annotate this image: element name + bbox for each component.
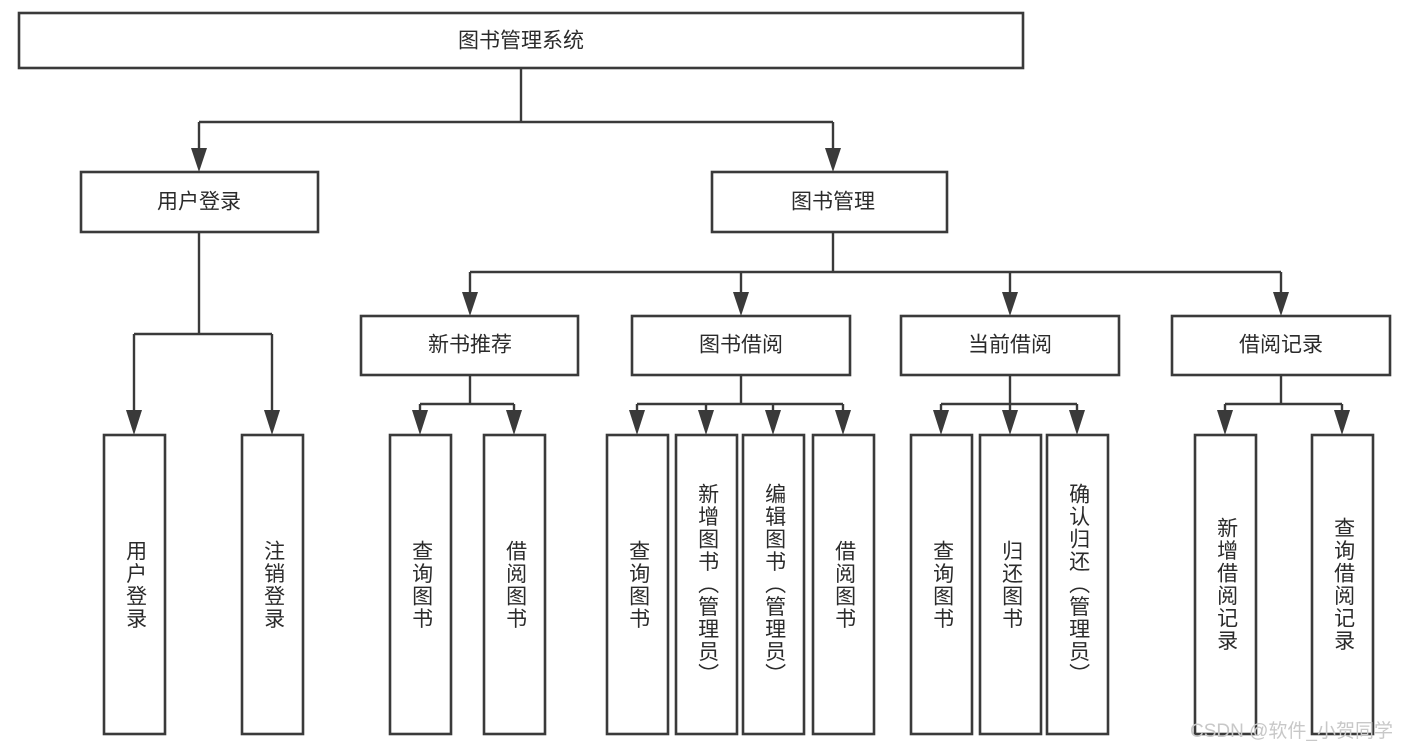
node-new-book-recommend-label: 新书推荐	[428, 334, 512, 357]
leaf-box-current-return-book[interactable]	[978, 433, 1043, 736]
leaf-box-record-add-record[interactable]	[1193, 433, 1258, 736]
leaf-box-borrow-edit-book[interactable]	[741, 433, 806, 736]
node-user-login-label: 用户登录	[157, 191, 241, 214]
leaf-box-borrow-add-book[interactable]	[674, 433, 739, 736]
node-user-login[interactable]	[79, 170, 320, 234]
connectors-level1-bookmgmt-to-level2	[462, 232, 1289, 316]
node-current-borrow-label: 当前借阅	[968, 334, 1052, 357]
connectors-level1-userlogin-to-leaves	[126, 232, 280, 435]
leaf-box-recommend-borrow-book[interactable]	[482, 433, 547, 736]
leaf-box-recommend-query-book[interactable]	[388, 433, 453, 736]
node-root-label: 图书管理系统	[458, 30, 584, 53]
csdn-watermark: CSDN @软件_小贺同学	[1190, 721, 1393, 742]
node-book-borrow[interactable]	[630, 314, 852, 377]
leaf-box-borrow-query-book[interactable]	[605, 433, 670, 736]
node-borrow-record-label: 借阅记录	[1239, 334, 1323, 357]
node-current-borrow[interactable]	[899, 314, 1121, 377]
connectors-newbook-to-leaves	[412, 375, 522, 435]
leaf-box-record-query-record[interactable]	[1310, 433, 1375, 736]
leaf-box-user-login-login[interactable]	[102, 433, 167, 736]
leaf-box-current-confirm-return[interactable]	[1045, 433, 1110, 736]
leaf-box-user-login-logout[interactable]	[240, 433, 305, 736]
leaf-box-current-query-book[interactable]	[909, 433, 974, 736]
node-root-book-management-system[interactable]	[17, 11, 1025, 70]
node-book-management[interactable]	[710, 170, 949, 234]
node-book-borrow-label: 图书借阅	[699, 334, 783, 357]
connectors-borrowrecord-to-leaves	[1217, 375, 1350, 435]
node-new-book-recommend[interactable]	[359, 314, 580, 377]
node-borrow-record[interactable]	[1170, 314, 1392, 377]
node-book-management-label: 图书管理	[791, 191, 875, 214]
connectors-root-to-level1	[191, 68, 841, 172]
connectors-bookborrow-to-leaves	[629, 375, 851, 435]
leaf-box-borrow-borrow-book[interactable]	[811, 433, 876, 736]
connectors-currentborrow-to-leaves	[933, 375, 1085, 435]
